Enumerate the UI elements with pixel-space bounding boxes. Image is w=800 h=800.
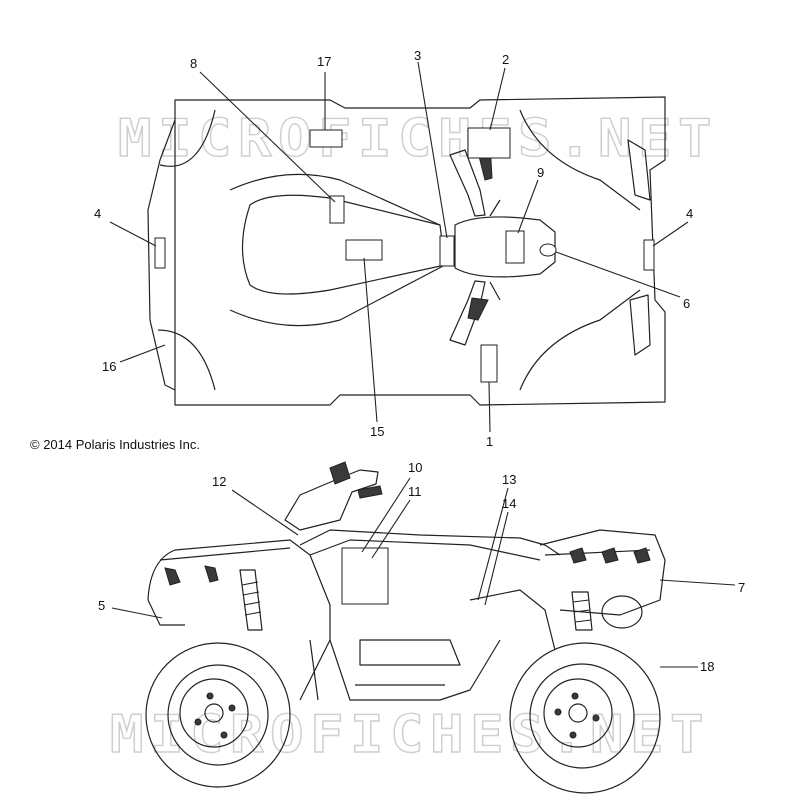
callout-5: 5 <box>98 598 105 613</box>
callout-14: 14 <box>502 496 516 511</box>
copyright-notice: © 2014 Polaris Industries Inc. <box>30 437 200 452</box>
callout-4-left: 4 <box>94 206 101 221</box>
callout-18: 18 <box>700 659 714 674</box>
callout-9: 9 <box>537 165 544 180</box>
top-callouts: 17 8 3 2 9 4 4 6 16 15 1 <box>94 48 693 449</box>
decal-3 <box>439 235 455 267</box>
atv-top-view <box>147 96 666 406</box>
watermark-bottom: MICROFICHES.NET <box>110 705 710 765</box>
callout-1: 1 <box>486 434 493 449</box>
decal-10-11 <box>341 547 389 605</box>
callout-12: 12 <box>212 474 226 489</box>
atv-side-view <box>145 461 666 794</box>
decal-1 <box>480 344 498 383</box>
decal-9 <box>505 230 525 264</box>
watermark-top: MICROFICHES.NET <box>118 109 718 169</box>
decal-4-left <box>154 237 166 269</box>
side-leader-lines <box>111 477 736 668</box>
callout-2: 2 <box>502 52 509 67</box>
callout-15: 15 <box>370 424 384 439</box>
callout-3: 3 <box>414 48 421 63</box>
decal-4-right <box>643 239 655 271</box>
decal-6 <box>539 243 557 257</box>
callout-10: 10 <box>408 460 422 475</box>
callout-8: 8 <box>190 56 197 71</box>
callout-4-right: 4 <box>686 206 693 221</box>
callout-6: 6 <box>683 296 690 311</box>
side-callouts: 12 10 11 13 14 5 7 18 <box>98 460 745 674</box>
decal-8 <box>329 195 345 224</box>
callout-13: 13 <box>502 472 516 487</box>
decal-15 <box>345 239 383 261</box>
callout-17: 17 <box>317 54 331 69</box>
callout-11: 11 <box>408 484 422 499</box>
top-leader-lines <box>109 61 689 433</box>
decal-2 <box>467 127 511 159</box>
decal-17 <box>309 129 343 148</box>
callout-16: 16 <box>102 359 116 374</box>
callout-7: 7 <box>738 580 745 595</box>
